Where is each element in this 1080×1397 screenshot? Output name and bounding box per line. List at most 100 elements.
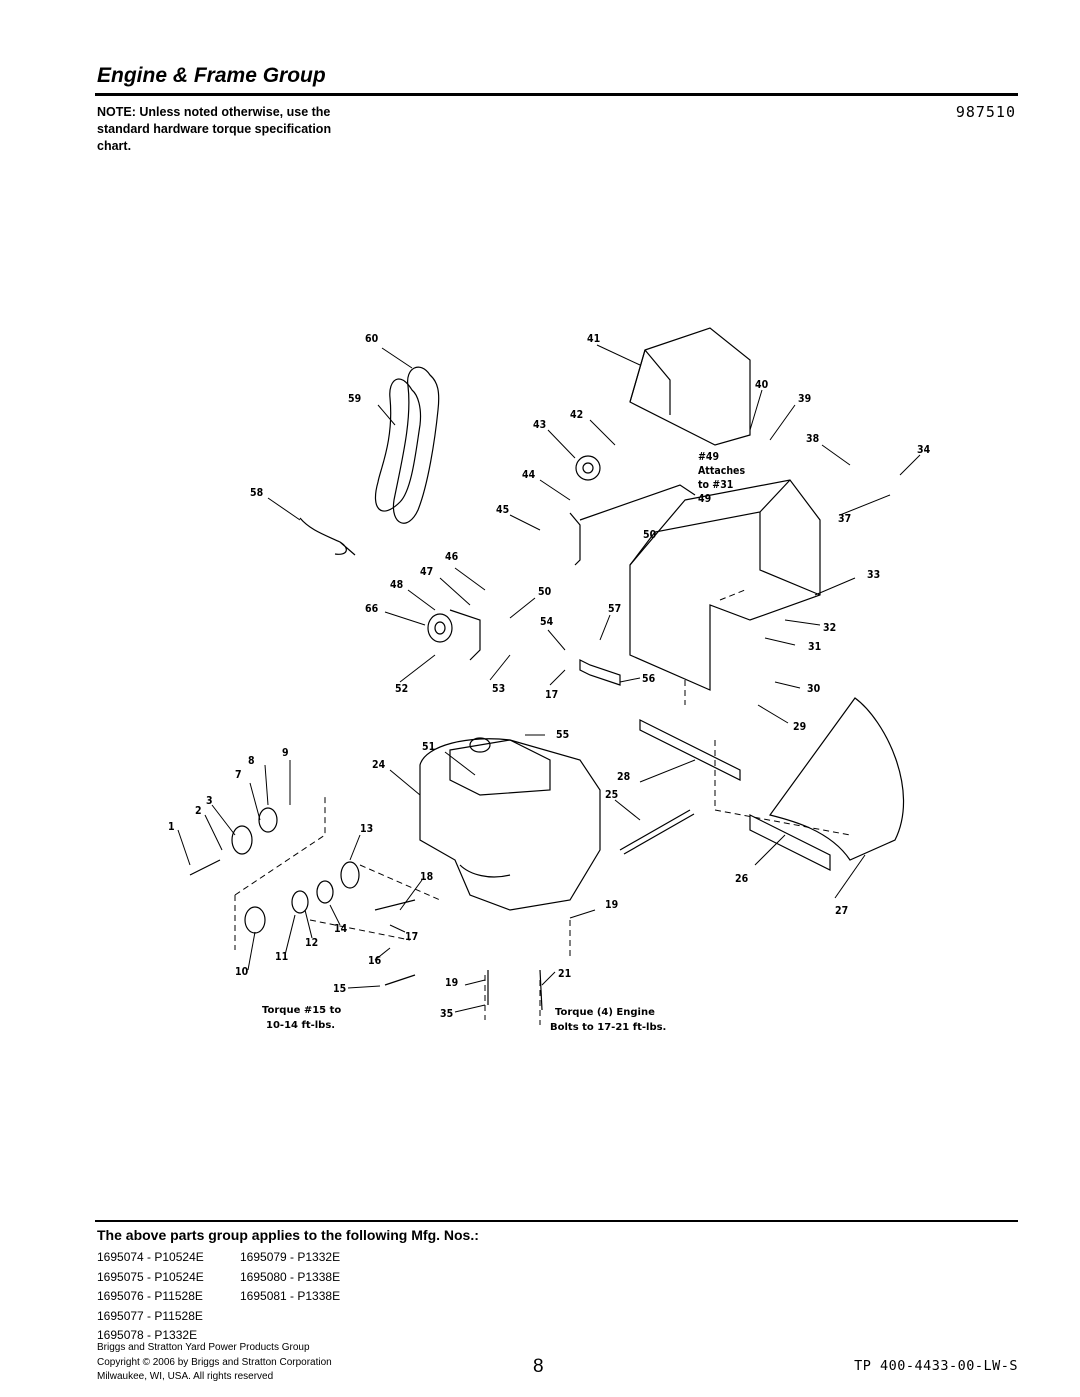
fuel-tank: [449, 739, 551, 796]
callout-11: 11: [275, 951, 288, 963]
mfg-item: 1695080 - P1338E: [240, 1269, 341, 1284]
callout-42: 42: [570, 409, 583, 421]
callout-27: 27: [835, 905, 848, 917]
callout-19a: 19: [605, 899, 618, 911]
drive-belt: [374, 378, 422, 512]
mfg-item: 1695079 - P1332E: [240, 1250, 341, 1264]
callout-24: 24: [372, 759, 386, 771]
callout-50a: 50: [643, 529, 657, 541]
callout-to-31: to #31: [698, 479, 733, 491]
callout-17b: 17: [405, 931, 418, 943]
exploded-parts-diagram: 60 41 40 39 59 43 42 38 34 44 #49 Attach…: [168, 327, 931, 1033]
callout-14: 14: [334, 923, 348, 935]
callout-52: 52: [395, 683, 408, 695]
callout-33: 33: [867, 569, 880, 581]
mfg-item: 1695081 - P1338E: [240, 1289, 341, 1303]
pulley-11: [291, 890, 309, 914]
auger-belt: [392, 366, 440, 524]
bolt-18: [374, 899, 416, 911]
footer-line-2: Copyright © 2006 by Briggs and Stratton …: [97, 1356, 332, 1368]
callout-57: 57: [608, 603, 621, 615]
callout-35: 35: [440, 1008, 453, 1020]
callout-12: 12: [305, 937, 318, 949]
footer-line-1: Briggs and Stratton Yard Power Products …: [97, 1342, 310, 1353]
callout-29: 29: [793, 721, 806, 733]
footer-line-3: Milwaukee, WI, USA. All rights reserved: [97, 1371, 274, 1382]
callout-1: 1: [168, 821, 175, 833]
callout-10: 10: [235, 966, 249, 978]
extension-cord: [299, 517, 356, 556]
deflector-panel: [768, 697, 905, 861]
title-rule: [95, 93, 1018, 96]
pulley-13: [340, 861, 360, 889]
torque-note-left-2: 10-14 ft-lbs.: [266, 1020, 335, 1031]
applies-rule: [95, 1220, 1018, 1222]
bolt-1: [189, 859, 221, 876]
callout-39: 39: [798, 393, 811, 405]
callout-47: 47: [420, 566, 433, 578]
mfg-item: 1695076 - P11528E: [97, 1289, 203, 1303]
engine-body: [419, 738, 601, 911]
mfg-item: 1695075 - P10524E: [97, 1269, 204, 1284]
callout-34: 34: [917, 444, 931, 456]
callout-50b: 50: [538, 586, 552, 598]
mfg-item: 1695074 - P10524E: [97, 1250, 204, 1264]
pulley-12: [316, 880, 334, 904]
callout-attaches: Attaches: [698, 465, 745, 477]
callout-51: 51: [422, 741, 435, 753]
callout-7: 7: [235, 769, 242, 781]
callout-40: 40: [755, 379, 769, 391]
callout-28: 28: [617, 771, 630, 783]
callout-56: 56: [642, 673, 656, 685]
callout-43: 43: [533, 419, 546, 431]
callout-25: 25: [605, 789, 618, 801]
bolt-21: [539, 969, 543, 1011]
callout-26: 26: [735, 873, 749, 885]
auger-shaft: [619, 809, 695, 855]
callout-54: 54: [540, 616, 554, 628]
callout-3: 3: [206, 795, 213, 807]
frame: [629, 479, 821, 691]
callout-9: 9: [282, 747, 289, 759]
mfg-list-col2: 1695079 - P1332E 1695080 - P1338E 169508…: [240, 1248, 340, 1307]
callout-58: 58: [250, 487, 263, 499]
callout-53: 53: [492, 683, 505, 695]
callout-44: 44: [522, 469, 536, 481]
callout-49-attaches: #49: [698, 451, 719, 463]
pulley-10: [244, 906, 266, 934]
callout-15: 15: [333, 983, 346, 995]
callout-18: 18: [420, 871, 433, 883]
callout-45: 45: [496, 504, 509, 516]
mfg-item: 1695077 - P11528E: [97, 1308, 203, 1323]
page-number: 8: [533, 1356, 544, 1377]
pulley-8: [258, 807, 278, 833]
callout-2: 2: [195, 805, 202, 817]
part-number: 987510: [955, 103, 1016, 121]
bracket-57: [579, 659, 621, 686]
callout-49: 49: [698, 493, 711, 505]
document-code: TP 400-4433-00-LW-S: [854, 1358, 1018, 1374]
callout-8: 8: [248, 755, 255, 767]
callout-30: 30: [807, 683, 821, 695]
mfg-item: 1695078 - P1332E: [97, 1328, 198, 1342]
callout-66: 66: [365, 603, 379, 615]
callout-48: 48: [390, 579, 403, 591]
footer-copyright: Briggs and Stratton Yard Power Products …: [97, 1341, 332, 1385]
support-bar: [639, 719, 741, 781]
callout-21: 21: [558, 968, 571, 980]
bolt-15: [384, 974, 416, 986]
callout-46: 46: [445, 551, 459, 563]
callout-37: 37: [838, 513, 851, 525]
page-title: Engine & Frame Group: [97, 64, 326, 87]
callout-31: 31: [808, 641, 821, 653]
callout-59: 59: [348, 393, 361, 405]
mfg-list-col1: 1695074 - P10524E 1695075 - P10524E 1695…: [97, 1248, 204, 1346]
torque-note-right-1: Torque (4) Engine: [555, 1007, 655, 1018]
callout-19b: 19: [445, 977, 458, 989]
lever-arm: [569, 484, 696, 566]
torque-note: NOTE: Unless noted otherwise, use the st…: [97, 105, 332, 153]
callout-17a: 17: [545, 689, 558, 701]
callout-16: 16: [368, 955, 382, 967]
applies-heading: The above parts group applies to the fol…: [97, 1227, 479, 1243]
callout-13: 13: [360, 823, 373, 835]
